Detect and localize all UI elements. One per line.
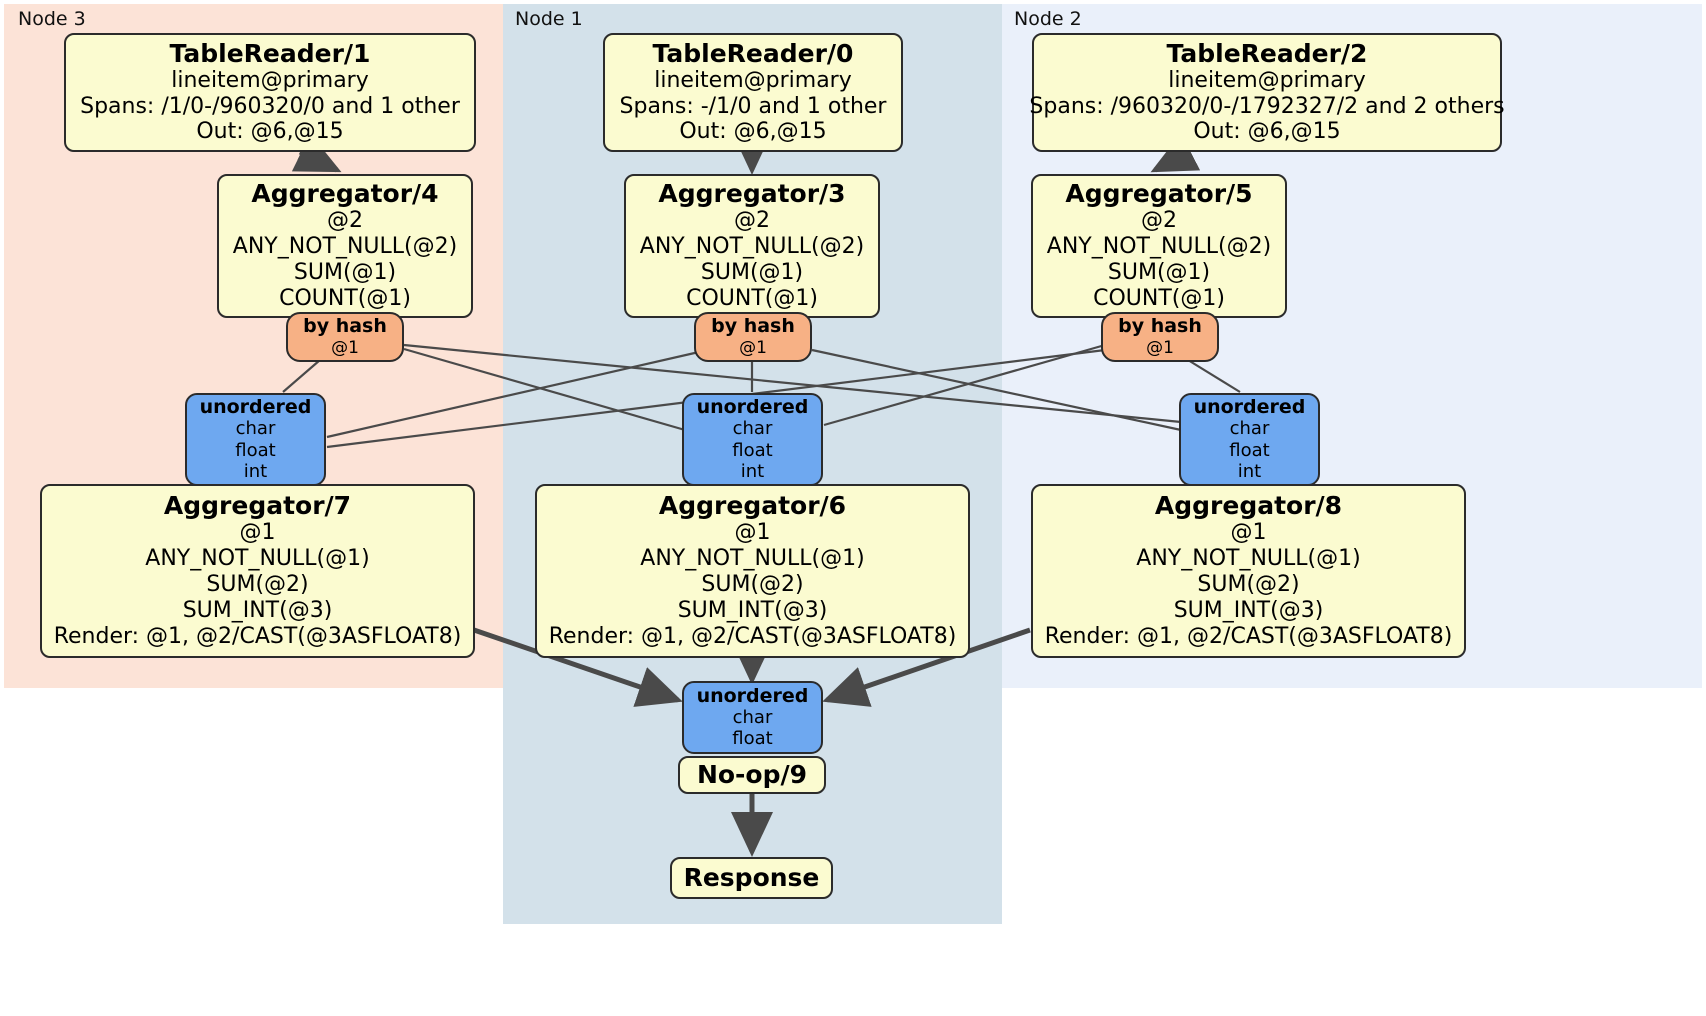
- sync-title: unordered: [1193, 396, 1306, 419]
- sync-unordered-node-3[interactable]: unordered char float int: [185, 393, 326, 486]
- node-line: Spans: /1/0-/960320/0 and 1 other: [80, 93, 460, 119]
- sync-line: float: [732, 439, 773, 461]
- node-line: lineitem@primary: [654, 67, 852, 93]
- node-line: COUNT(@1): [1093, 285, 1225, 311]
- node-no-op-9[interactable]: No-op/9: [678, 756, 826, 794]
- node-title: TableReader/1: [169, 38, 371, 68]
- node-aggregator-3[interactable]: Aggregator/3 @2 ANY_NOT_NULL(@2) SUM(@1)…: [624, 174, 880, 318]
- node-line: ANY_NOT_NULL(@2): [232, 234, 458, 260]
- node-tablereader-2[interactable]: TableReader/2 lineitem@primary Spans: /9…: [1029, 33, 1505, 152]
- sync-title: unordered: [199, 396, 312, 419]
- node-line: SUM(@1): [293, 260, 397, 285]
- node-line: @1: [734, 520, 771, 546]
- sync-line: float: [732, 728, 773, 750]
- sync-unordered-final[interactable]: unordered char float: [682, 681, 823, 754]
- sync-line: int: [243, 460, 268, 482]
- node-line: SUM_INT(@3): [677, 597, 828, 623]
- node-title: TableReader/0: [652, 38, 854, 68]
- node-aggregator-7[interactable]: Aggregator/7 @1 ANY_NOT_NULL(@1) SUM(@2)…: [40, 484, 475, 658]
- node-line: SUM_INT(@3): [182, 597, 333, 623]
- node-line: SUM(@2): [206, 572, 309, 598]
- node-line: ANY_NOT_NULL(@2): [1046, 234, 1272, 260]
- node-line: SUM(@1): [700, 260, 804, 285]
- node-line: SUM_INT(@3): [1173, 597, 1324, 623]
- node-line: ANY_NOT_NULL(@1): [1136, 546, 1361, 572]
- node-tablereader-0[interactable]: TableReader/0 lineitem@primary Spans: -/…: [603, 33, 903, 152]
- node-line: COUNT(@1): [686, 285, 818, 311]
- node-title: No-op/9: [696, 760, 808, 789]
- node-line: Spans: -/1/0 and 1 other: [619, 93, 887, 119]
- node-line: Out: @6,@15: [679, 119, 827, 145]
- node-line: @1: [1230, 520, 1267, 546]
- node-title: Aggregator/4: [251, 179, 439, 209]
- node-title: Aggregator/6: [658, 491, 847, 521]
- node-title: Aggregator/7: [163, 491, 352, 521]
- sync-line: char: [1229, 418, 1270, 440]
- sync-line: int: [740, 460, 765, 482]
- node-title: TableReader/2: [1166, 38, 1368, 68]
- node-title: Aggregator/5: [1065, 179, 1253, 209]
- sync-title: unordered: [696, 396, 809, 419]
- node-line: @2: [327, 208, 363, 234]
- sync-line: char: [732, 706, 773, 728]
- router-title: by hash: [711, 315, 795, 338]
- router-line: @1: [331, 337, 359, 358]
- node-line: Spans: /960320/0-/1792327/2 and 2 others: [1029, 93, 1505, 119]
- node-title: Aggregator/8: [1154, 491, 1343, 521]
- node-line: lineitem@primary: [1168, 67, 1366, 93]
- node-line: ANY_NOT_NULL(@1): [145, 546, 370, 572]
- node-line: Render: @1, @2/CAST(@3ASFLOAT8): [53, 623, 462, 649]
- router-by-hash-node-2[interactable]: by hash @1: [1101, 312, 1219, 362]
- sync-line: char: [235, 418, 276, 440]
- node-line: Out: @6,@15: [1193, 119, 1341, 145]
- node-line: Out: @6,@15: [196, 119, 344, 145]
- node-line: Render: @1, @2/CAST(@3ASFLOAT8): [1044, 623, 1453, 649]
- router-line: @1: [1146, 337, 1174, 358]
- node-aggregator-5[interactable]: Aggregator/5 @2 ANY_NOT_NULL(@2) SUM(@1)…: [1031, 174, 1287, 318]
- node-line: SUM(@2): [1197, 572, 1300, 598]
- panel-label-node-1: Node 1: [515, 8, 583, 30]
- node-tablereader-1[interactable]: TableReader/1 lineitem@primary Spans: /1…: [64, 33, 476, 152]
- node-aggregator-4[interactable]: Aggregator/4 @2 ANY_NOT_NULL(@2) SUM(@1)…: [217, 174, 473, 318]
- node-line: @2: [1141, 208, 1177, 234]
- panel-label-node-3: Node 3: [18, 8, 86, 30]
- node-response[interactable]: Response: [670, 857, 833, 899]
- router-title: by hash: [1118, 315, 1202, 338]
- sync-unordered-node-2[interactable]: unordered char float int: [1179, 393, 1320, 486]
- node-aggregator-8[interactable]: Aggregator/8 @1 ANY_NOT_NULL(@1) SUM(@2)…: [1031, 484, 1466, 658]
- sync-line: float: [1229, 439, 1270, 461]
- node-line: @2: [734, 208, 770, 234]
- sync-line: char: [732, 418, 773, 440]
- sync-line: int: [1237, 460, 1262, 482]
- node-line: ANY_NOT_NULL(@2): [639, 234, 865, 260]
- node-line: lineitem@primary: [171, 67, 369, 93]
- router-by-hash-node-3[interactable]: by hash @1: [286, 312, 404, 362]
- node-title: Response: [683, 863, 820, 892]
- router-line: @1: [739, 337, 767, 358]
- node-title: Aggregator/3: [658, 179, 846, 209]
- node-line: Render: @1, @2/CAST(@3ASFLOAT8): [548, 623, 957, 649]
- node-line: @1: [239, 520, 276, 546]
- node-line: SUM(@2): [701, 572, 804, 598]
- router-by-hash-node-1[interactable]: by hash @1: [694, 312, 812, 362]
- node-line: SUM(@1): [1107, 260, 1211, 285]
- sync-title: unordered: [696, 684, 809, 707]
- node-aggregator-6[interactable]: Aggregator/6 @1 ANY_NOT_NULL(@1) SUM(@2)…: [535, 484, 970, 658]
- panel-label-node-2: Node 2: [1014, 8, 1082, 30]
- router-title: by hash: [303, 315, 387, 338]
- sync-unordered-node-1[interactable]: unordered char float int: [682, 393, 823, 486]
- sync-line: float: [235, 439, 276, 461]
- node-line: ANY_NOT_NULL(@1): [640, 546, 865, 572]
- node-line: COUNT(@1): [279, 285, 411, 311]
